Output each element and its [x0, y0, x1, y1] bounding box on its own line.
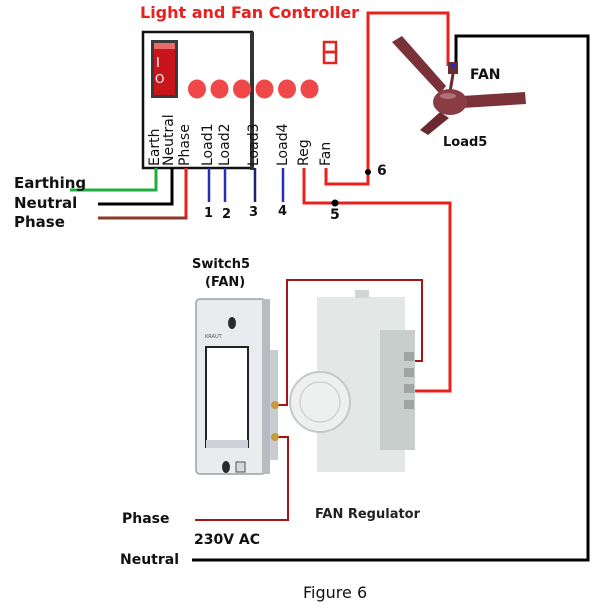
mains-neutral-label: Neutral — [120, 552, 180, 568]
point-label-6: 6 — [377, 163, 387, 179]
indicator-led — [278, 79, 296, 99]
mains-phase-label: Phase — [122, 511, 170, 527]
point-label-5: 5 — [330, 207, 340, 223]
switch-title: Switch5 — [192, 257, 251, 272]
fan-regulator[interactable] — [289, 290, 415, 472]
switch-subtitle: (FAN) — [205, 275, 246, 290]
indicator-led — [210, 79, 229, 99]
rocker-switch-highlight — [154, 43, 175, 49]
fan-neutral-return — [192, 34, 590, 562]
fan-switch[interactable] — [195, 298, 279, 475]
mains-phase-wire — [195, 436, 289, 521]
ceiling-fan — [392, 36, 526, 135]
terminal-load4: Load4 — [275, 123, 291, 167]
terminal-load1: Load1 — [200, 123, 216, 167]
rocker-off-label: O — [155, 72, 165, 86]
controller-box-edge — [250, 32, 254, 170]
load-number-3: 3 — [249, 205, 259, 220]
mains-voltage-label: 230V AC — [194, 532, 261, 548]
reg-wire — [302, 168, 452, 393]
point-5-dot — [331, 199, 339, 207]
indicator-led — [188, 79, 206, 99]
figure-caption: Figure 6 — [303, 583, 368, 602]
regulator-label: FAN Regulator — [315, 507, 421, 522]
supply-label-phase: Phase — [14, 213, 65, 231]
fan-wire — [324, 11, 450, 186]
load-number-2: 2 — [222, 207, 232, 222]
load-number-4: 4 — [278, 204, 288, 219]
supply-label-neutral: Neutral — [14, 194, 78, 212]
switch-to-regulator-wire — [275, 279, 423, 406]
indicator-led — [300, 79, 319, 99]
indicator-led — [233, 79, 251, 99]
regulator-knob[interactable] — [289, 371, 351, 433]
supply-label-earthing: Earthing — [14, 174, 87, 192]
terminal-load3: Load3 — [246, 123, 262, 167]
terminal-load2: Load2 — [217, 123, 233, 167]
terminal-reg: Reg — [296, 139, 312, 166]
fan-label: FAN — [470, 67, 501, 83]
neutral-wire — [98, 168, 174, 206]
point-6-dot — [365, 169, 371, 175]
diagram-title: Light and Fan Controller — [140, 3, 360, 22]
earth-wire — [70, 168, 158, 192]
fan-load-label: Load5 — [443, 135, 488, 150]
seven-segment-display — [322, 40, 338, 65]
terminal-phase: Phase — [177, 124, 193, 166]
load-number-1: 1 — [204, 206, 214, 221]
rocker-switch[interactable] — [154, 43, 175, 95]
indicator-leds — [188, 79, 319, 99]
terminal-neutral: Neutral — [161, 114, 177, 166]
indicator-led — [255, 79, 274, 99]
terminal-fan: Fan — [318, 141, 334, 166]
switch-brand: KRAUT — [205, 334, 222, 340]
rocker-on-label: I — [156, 56, 160, 71]
